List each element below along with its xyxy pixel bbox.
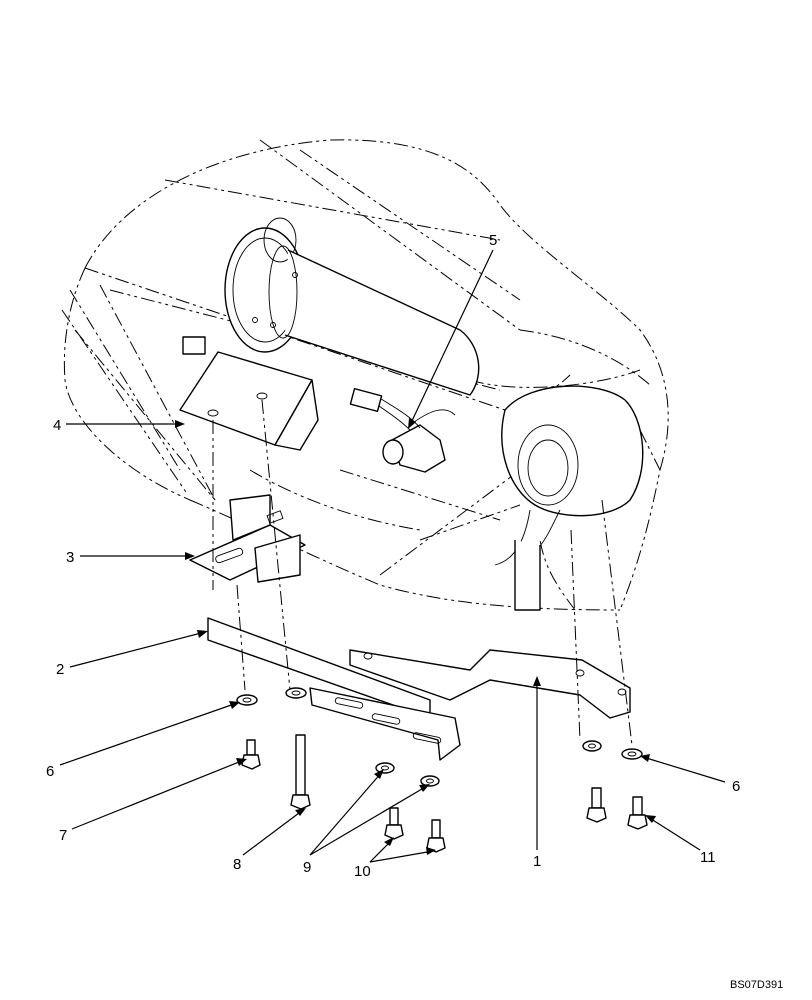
washer-right-1: [582, 740, 602, 752]
washer-8: [285, 687, 307, 699]
drawing-code: BS07D391: [730, 979, 783, 991]
bolt-10b: [431, 819, 441, 839]
washer-9b: [420, 775, 440, 787]
leader-lines: [59, 249, 726, 863]
fastener-axis-lines: [212, 399, 633, 746]
callout-2: 2: [56, 661, 64, 678]
callout-1: 1: [533, 853, 541, 870]
callout-10: 10: [354, 863, 371, 880]
callout-9: 9: [303, 859, 311, 876]
axle-shaft: [224, 217, 480, 396]
callout-11: 11: [700, 849, 716, 866]
callout-4: 4: [53, 417, 61, 434]
washers: [236, 687, 643, 787]
callout-labels: 1 2 3 4 5 6 6 7 8 9 10 11: [46, 232, 740, 880]
callout-7: 7: [59, 827, 67, 844]
callout-3: 3: [66, 549, 74, 566]
bracket-block: [182, 336, 206, 355]
washer-9: [375, 762, 395, 774]
washer-6-left: [236, 694, 258, 706]
callout-6-left: 6: [46, 763, 54, 780]
bracket-part-3: [189, 494, 306, 583]
axle-housing-phantom-outline: [61, 139, 669, 611]
callout-6-right: 6: [732, 778, 740, 795]
bolt-7: [246, 739, 256, 756]
washer-6-right: [621, 748, 643, 760]
callout-8: 8: [233, 856, 241, 873]
callout-5: 5: [489, 232, 497, 249]
bolt-8: [295, 734, 306, 796]
pivot-bore: [494, 385, 644, 611]
bracket-part-4: [179, 336, 319, 451]
bolt-10a: [389, 807, 399, 826]
bolt-right-1: [591, 787, 602, 809]
bolts: [241, 734, 648, 853]
sensor-part-5: [349, 387, 456, 473]
sensor-connector: [349, 387, 383, 413]
bolt-11: [632, 796, 643, 816]
support-bar-parts-1-2: [207, 617, 631, 761]
